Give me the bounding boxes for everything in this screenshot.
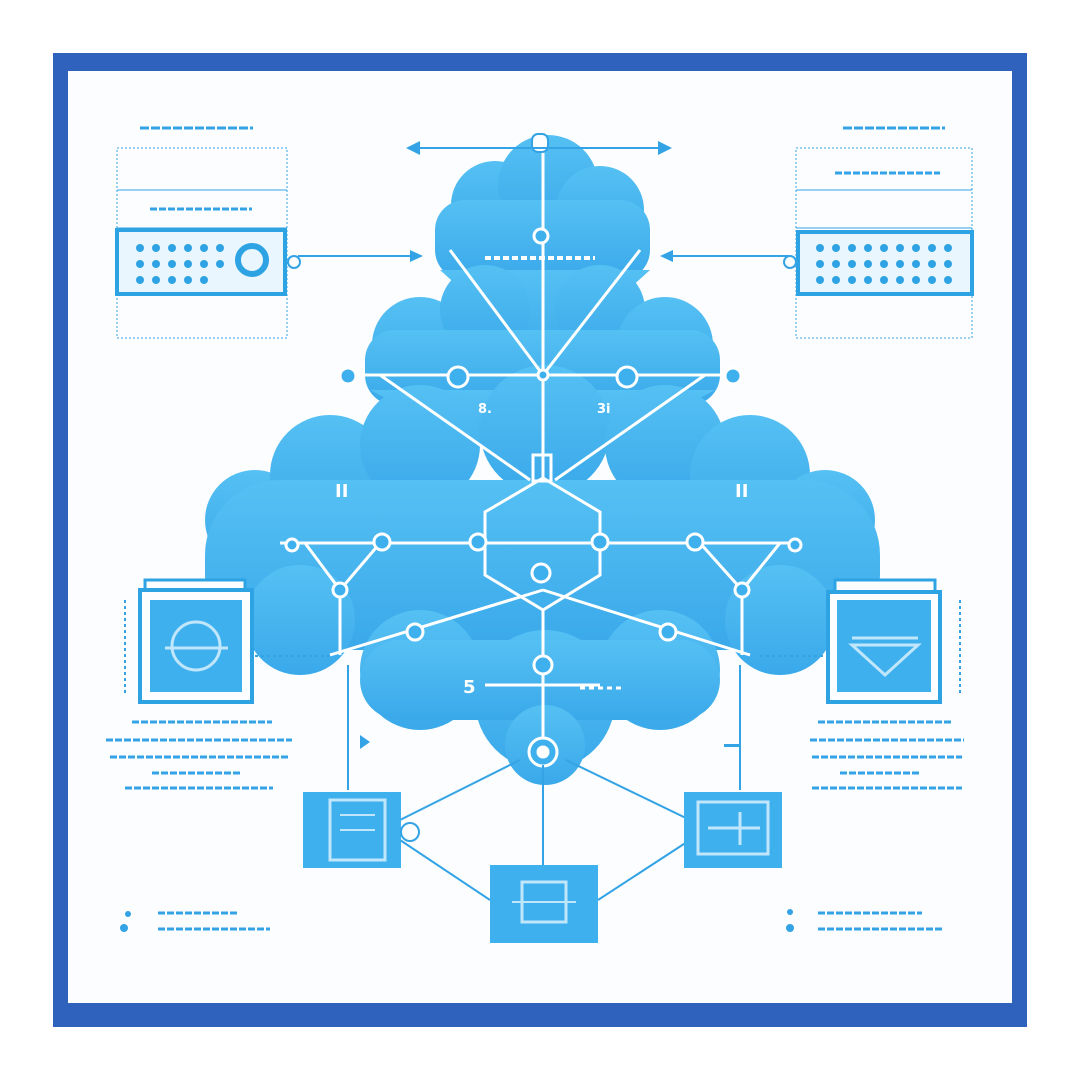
center-number: 5 bbox=[463, 677, 476, 698]
node-left-mid bbox=[446, 365, 470, 389]
chart-icon bbox=[696, 800, 770, 856]
arrow-right-icon bbox=[658, 141, 672, 155]
node-mark-left: 8. bbox=[478, 402, 492, 417]
connector-block bbox=[531, 453, 553, 483]
panel-right-monitor bbox=[826, 578, 942, 704]
cloud-nodes bbox=[284, 227, 803, 768]
cloud-connectors bbox=[280, 150, 800, 740]
node-mark-right: 3i bbox=[597, 402, 611, 417]
panel-right-top bbox=[783, 126, 974, 339]
legend-right bbox=[786, 909, 942, 932]
legend-left bbox=[120, 911, 270, 932]
outer-connectors bbox=[124, 147, 961, 901]
panel-left-monitor bbox=[138, 578, 254, 704]
gauge-icon bbox=[235, 243, 269, 277]
monitor-icon bbox=[150, 600, 242, 692]
node-left-end bbox=[338, 366, 358, 386]
box-left bbox=[303, 792, 420, 868]
text-block-right bbox=[810, 720, 964, 790]
node-top bbox=[532, 227, 550, 245]
node-right-end bbox=[723, 366, 743, 386]
node-right-mid bbox=[615, 365, 639, 389]
arrow-left-icon bbox=[406, 141, 420, 155]
box-right bbox=[684, 792, 782, 868]
arrowheads bbox=[360, 141, 740, 749]
document-icon bbox=[328, 798, 387, 862]
right-cloud-mark: II bbox=[735, 481, 748, 502]
panel-left-top bbox=[115, 126, 301, 339]
left-cloud-mark: II bbox=[335, 481, 348, 502]
box-bottom bbox=[490, 865, 598, 943]
text-block-left bbox=[106, 720, 292, 790]
top-node-icon bbox=[531, 133, 549, 153]
